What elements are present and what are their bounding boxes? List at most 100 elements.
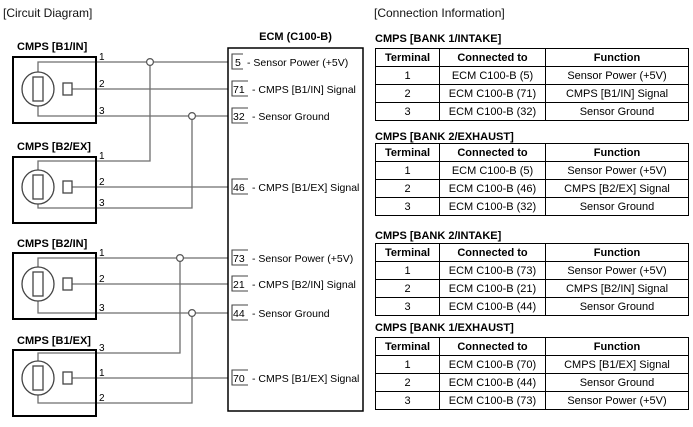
ecm-box: 5 71 32 46 73 21 44 70 - Sensor Power (+… [227, 47, 364, 412]
table-bank1-intake: Terminal Connected to Function 1 ECM C10… [375, 48, 689, 121]
cell-function: Sensor Power (+5V) [545, 66, 689, 85]
terminal-pin-symbol [62, 371, 73, 385]
pin-number: 1 [99, 368, 105, 379]
col-header-connected: Connected to [439, 337, 546, 356]
connector-cmps-b2-in: 1 2 3 [12, 248, 105, 320]
sensor-symbol [21, 266, 55, 302]
connector-body [12, 252, 97, 320]
cell-terminal: 1 [375, 261, 440, 280]
col-header-terminal: Terminal [375, 337, 440, 356]
ecm-pin-label: - CMPS [B1/EX] Signal [252, 373, 359, 385]
junction-dot [176, 254, 185, 263]
pin-bracket [231, 275, 248, 292]
ecm-pin-number: 44 [233, 308, 245, 320]
cell-connected: ECM C100-B (32) [439, 197, 546, 216]
pin-number: 2 [99, 274, 105, 285]
connection-information-title: [Connection Information] [374, 6, 505, 20]
cell-terminal: 2 [375, 373, 440, 392]
cell-connected: ECM C100-B (73) [439, 391, 546, 410]
sensor-symbol [21, 169, 55, 205]
cell-connected: ECM C100-B (21) [439, 279, 546, 298]
pin-number: 3 [99, 198, 105, 209]
connector-label-cmps-b1-ex: CMPS [B1/EX] [17, 335, 91, 347]
ecm-pin-number: 46 [233, 182, 245, 194]
cell-function: Sensor Ground [545, 297, 689, 316]
cell-terminal: 1 [375, 355, 440, 374]
table-row: 3 ECM C100-B (73) Sensor Power (+5V) [375, 391, 689, 410]
table-row: 3 ECM C100-B (32) Sensor Ground [375, 197, 689, 216]
pin-number: 1 [99, 248, 105, 259]
cell-function: CMPS [B1/IN] Signal [545, 84, 689, 103]
col-header-function: Function [545, 48, 689, 67]
col-header-function: Function [545, 337, 689, 356]
col-header-connected: Connected to [439, 143, 546, 162]
cell-terminal: 1 [375, 161, 440, 180]
connector-cmps-b2-ex: 1 2 3 [12, 151, 105, 224]
wire [37, 301, 232, 314]
sensor-element [32, 271, 44, 297]
table-bank2-intake: Terminal Connected to Function 1 ECM C10… [375, 243, 689, 316]
sensor-symbol [21, 360, 55, 396]
connector-body [12, 56, 97, 124]
pin-bracket [231, 369, 248, 386]
cell-function: Sensor Ground [545, 373, 689, 392]
cell-function: CMPS [B2/EX] Signal [545, 179, 689, 198]
pin-number: 2 [99, 79, 105, 90]
cell-terminal: 2 [375, 279, 440, 298]
terminal-pin-symbol [62, 180, 73, 194]
wire [37, 258, 181, 361]
col-header-terminal: Terminal [375, 143, 440, 162]
cell-function: Sensor Power (+5V) [545, 161, 689, 180]
sensor-element [32, 174, 44, 200]
junction-dot [188, 309, 197, 318]
cell-connected: ECM C100-B (5) [439, 161, 546, 180]
table-header-row: Terminal Connected to Function [375, 48, 689, 67]
junction-dot [188, 111, 197, 120]
pin-bracket [231, 178, 248, 195]
cell-connected: ECM C100-B (44) [439, 297, 546, 316]
table-row: 2 ECM C100-B (46) CMPS [B2/EX] Signal [375, 179, 689, 198]
col-header-connected: Connected to [439, 243, 546, 262]
ecm-pin-label: - CMPS [B2/IN] Signal [252, 279, 356, 291]
connector-body [12, 156, 97, 224]
cell-function: Sensor Ground [545, 197, 689, 216]
table-heading-bank2-exhaust: CMPS [BANK 2/EXHAUST] [375, 131, 514, 143]
wire [37, 257, 232, 267]
pin-bracket [231, 107, 248, 124]
pin-number: 1 [99, 52, 105, 63]
table-row: 1 ECM C100-B (70) CMPS [B1/EX] Signal [375, 355, 689, 374]
cell-function: CMPS [B1/EX] Signal [545, 355, 689, 374]
cell-function: CMPS [B2/IN] Signal [545, 279, 689, 298]
cell-terminal: 2 [375, 179, 440, 198]
table-heading-bank2-intake: CMPS [BANK 2/INTAKE] [375, 230, 502, 242]
ecm-pin-number: 5 [235, 57, 241, 69]
terminal-pin-symbol [62, 277, 73, 291]
pin-number: 3 [99, 343, 105, 354]
pin-bracket [231, 249, 248, 266]
col-header-connected: Connected to [439, 48, 546, 67]
wire [37, 116, 193, 209]
table-row: 2 ECM C100-B (44) Sensor Ground [375, 373, 689, 392]
table-row: 3 ECM C100-B (32) Sensor Ground [375, 102, 689, 121]
col-header-function: Function [545, 143, 689, 162]
cell-function: Sensor Power (+5V) [545, 391, 689, 410]
pin-number: 1 [99, 151, 105, 162]
pin-bracket [231, 53, 243, 70]
table-row: 1 ECM C100-B (5) Sensor Power (+5V) [375, 161, 689, 180]
table-heading-bank1-intake: CMPS [BANK 1/INTAKE] [375, 33, 502, 45]
ecm-pin-number: 73 [233, 253, 245, 265]
ecm-pin-label: - Sensor Ground [252, 111, 330, 123]
cell-connected: ECM C100-B (5) [439, 66, 546, 85]
pin-bracket [231, 80, 248, 97]
table-header-row: Terminal Connected to Function [375, 243, 689, 262]
table-header-row: Terminal Connected to Function [375, 143, 689, 162]
col-header-function: Function [545, 243, 689, 262]
pin-number: 3 [99, 303, 105, 314]
cell-terminal: 3 [375, 102, 440, 121]
table-row: 1 ECM C100-B (73) Sensor Power (+5V) [375, 261, 689, 280]
connector-label-cmps-b1-in: CMPS [B1/IN] [17, 41, 88, 53]
cell-connected: ECM C100-B (70) [439, 355, 546, 374]
ecm-pin-label: - CMPS [B1/IN] Signal [252, 84, 356, 96]
